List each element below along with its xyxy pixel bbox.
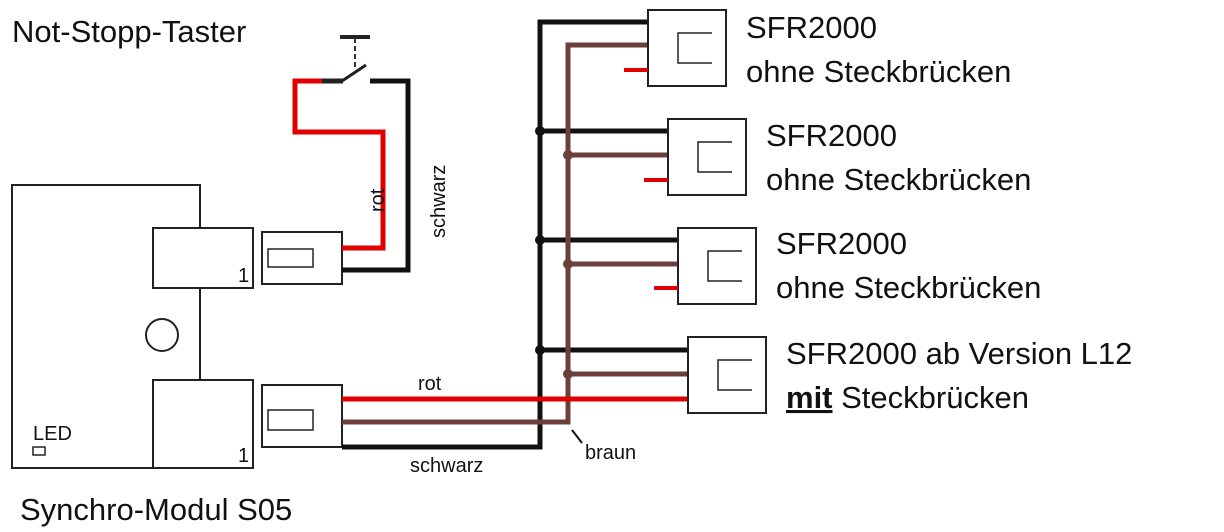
junction-brown-2 [563, 150, 573, 160]
device-3: SFR2000 ohne Steckbrücken [654, 226, 1041, 305]
device-1-box [647, 9, 727, 87]
port-upper-pin1-label: 1 [238, 265, 249, 287]
device-1-socket [677, 32, 712, 64]
device-4-note-emphasis: mit [786, 380, 833, 415]
junction-brown-3 [563, 259, 573, 269]
module-title: Synchro-Modul S05 [20, 492, 292, 527]
junction-black-2 [535, 126, 545, 136]
bus-black-wire [342, 19, 648, 450]
label-schwarz-vertical: schwarz [428, 165, 450, 238]
module-port-lower [152, 379, 254, 469]
device-2-socket [697, 141, 732, 173]
device-1: SFR2000 ohne Steckbrücken [624, 9, 1011, 89]
device-4-note: mit Steckbrücken [786, 380, 1029, 415]
led-icon [32, 446, 46, 456]
label-rot-vertical: rot [367, 188, 389, 212]
device-1-name: SFR2000 [746, 10, 877, 45]
switch-red-wire [292, 78, 386, 251]
device-3-name: SFR2000 [776, 226, 907, 261]
device-3-socket [707, 250, 742, 282]
switch-title: Not-Stopp-Taster [12, 14, 246, 49]
device-4-box [687, 336, 767, 414]
device-2-name: SFR2000 [766, 118, 897, 153]
switch-black-wire [342, 78, 411, 273]
device-3-box [677, 227, 757, 305]
label-rot-bus: rot [418, 373, 442, 395]
device-4: SFR2000 ab Version L12 mit Steckbrücken [687, 336, 1132, 415]
module-button-icon [145, 318, 179, 352]
device-2: SFR2000 ohne Steckbrücken [644, 118, 1031, 197]
device-3-note: ohne Steckbrücken [776, 270, 1041, 305]
switch-plug-slot [267, 248, 314, 268]
label-schwarz-bus: schwarz [410, 455, 483, 477]
label-braun: braun [585, 442, 636, 464]
junction-brown-4 [563, 369, 573, 379]
port-lower-pin1-label: 1 [238, 445, 249, 467]
junction-black-3 [535, 235, 545, 245]
device-2-note: ohne Steckbrücken [766, 162, 1031, 197]
switch-contact-icon [341, 63, 367, 83]
device-2-box [667, 118, 747, 196]
device-4-name: SFR2000 ab Version L12 [786, 336, 1132, 371]
braun-leader-line [571, 429, 583, 444]
junction-black-4 [535, 345, 545, 355]
bus-brown-wire [342, 42, 648, 425]
device-4-socket [717, 359, 752, 391]
led-label: LED [33, 423, 72, 445]
device-1-note: ohne Steckbrücken [746, 54, 1011, 89]
bus-plug-slot [267, 409, 314, 431]
device-4-note-rest: Steckbrücken [833, 380, 1029, 415]
module-port-upper [152, 227, 254, 289]
